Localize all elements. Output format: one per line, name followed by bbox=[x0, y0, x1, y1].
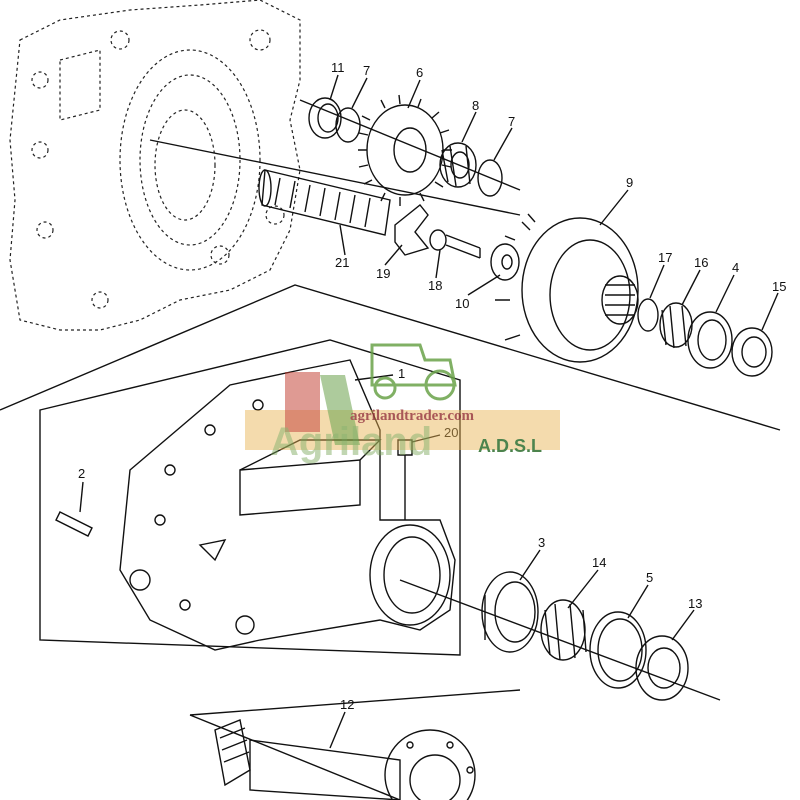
callout-7-left: 7 bbox=[363, 63, 370, 78]
axle-shaft-12 bbox=[214, 719, 476, 800]
ring-11 bbox=[308, 97, 342, 139]
callout-10: 10 bbox=[455, 296, 469, 311]
callout-14: 14 bbox=[592, 555, 606, 570]
bearing-14 bbox=[540, 599, 587, 661]
watermark-brand: Agriland bbox=[270, 420, 432, 464]
bearing-16 bbox=[659, 302, 693, 349]
callout-11: 11 bbox=[331, 60, 345, 75]
ring-17 bbox=[637, 298, 659, 332]
ring-7-upper-left bbox=[335, 107, 361, 143]
bolt-18 bbox=[429, 229, 481, 259]
seal-15 bbox=[731, 327, 773, 377]
callout-3: 3 bbox=[538, 535, 545, 550]
ring-5 bbox=[589, 611, 647, 689]
pin-2 bbox=[55, 511, 93, 537]
splined-shaft-21 bbox=[258, 169, 391, 236]
hub-9 bbox=[495, 213, 639, 363]
callout-18: 18 bbox=[428, 278, 442, 293]
callout-9: 9 bbox=[626, 175, 633, 190]
group-frame-lines bbox=[0, 284, 781, 800]
callout-12: 12 bbox=[340, 697, 354, 712]
callout-leaders bbox=[79, 74, 779, 749]
callout-4: 4 bbox=[732, 260, 739, 275]
callout-13: 13 bbox=[688, 596, 702, 611]
callout-8: 8 bbox=[472, 98, 479, 113]
callout-7-right: 7 bbox=[508, 114, 515, 129]
bearing-cup-3 bbox=[481, 571, 539, 653]
watermark-url: agrilandtrader.com bbox=[350, 408, 475, 424]
callout-2: 2 bbox=[78, 466, 85, 481]
callout-6: 6 bbox=[416, 65, 423, 80]
assembly-axis-lines bbox=[149, 99, 721, 701]
seal-13 bbox=[635, 635, 689, 701]
bearing-cup-4 bbox=[687, 311, 733, 369]
callout-15: 15 bbox=[772, 279, 786, 294]
callout-21: 21 bbox=[335, 255, 349, 270]
callout-1: 1 bbox=[398, 366, 405, 381]
callout-19: 19 bbox=[376, 266, 390, 281]
bearing-8 bbox=[439, 142, 477, 188]
gear-6 bbox=[358, 94, 452, 206]
transmission-housing-outline bbox=[9, 0, 301, 331]
callout-labels: 11 7 6 8 7 9 21 19 18 10 17 16 4 15 1 20… bbox=[78, 60, 786, 712]
callout-17: 17 bbox=[658, 250, 672, 265]
agriland-watermark-logo: Agriland agrilandtrader.com A.D.S.L bbox=[245, 343, 560, 464]
spider-19 bbox=[394, 204, 430, 256]
callout-5: 5 bbox=[646, 570, 653, 585]
callout-20: 20 bbox=[444, 425, 458, 440]
fitting-20 bbox=[397, 439, 413, 520]
washer-10 bbox=[490, 243, 520, 281]
watermark-suffix: A.D.S.L bbox=[478, 436, 542, 456]
callout-16: 16 bbox=[694, 255, 708, 270]
tractor-icon bbox=[370, 343, 457, 387]
ring-7-upper-right bbox=[477, 159, 503, 197]
